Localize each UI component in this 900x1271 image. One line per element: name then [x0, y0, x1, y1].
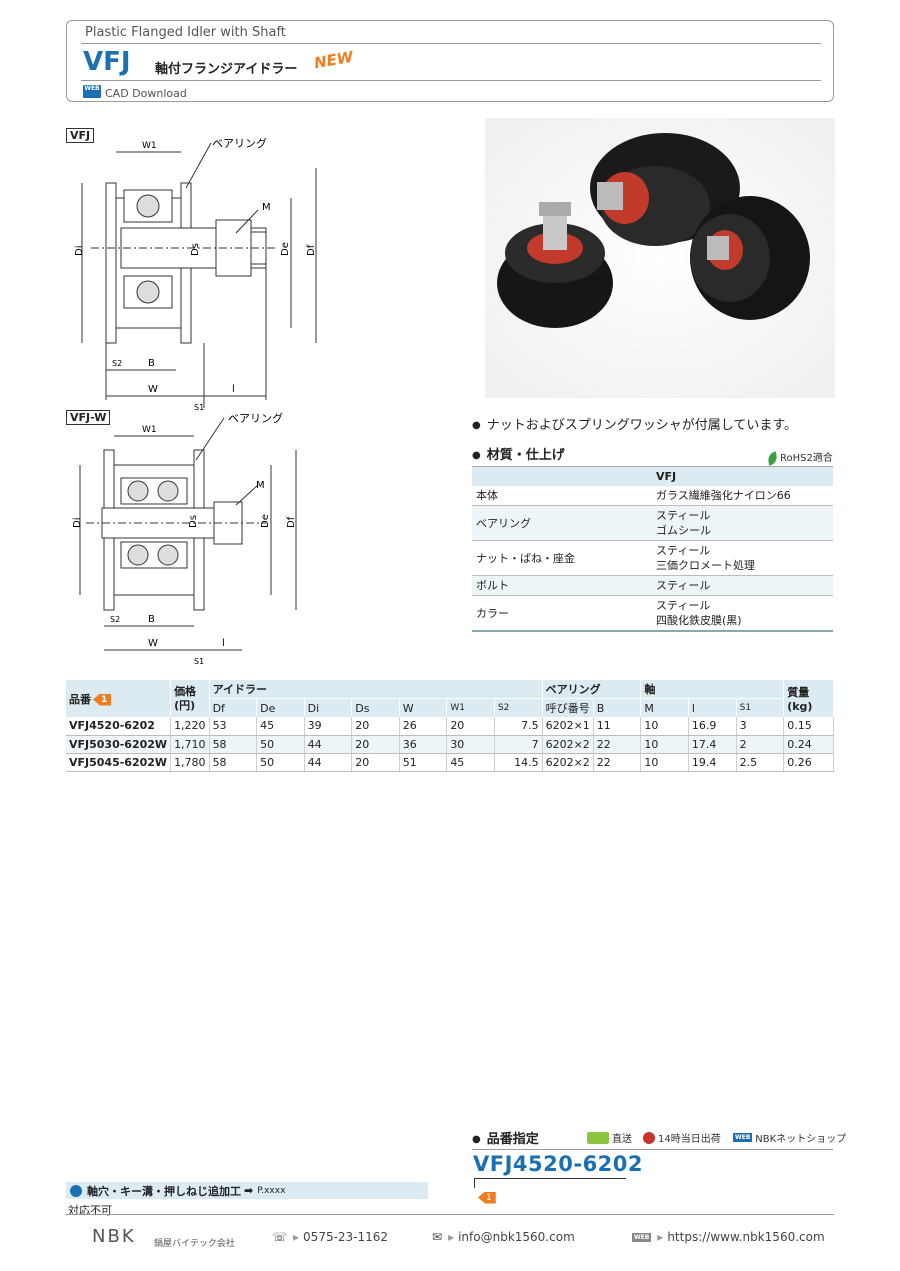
spec-header-blank — [472, 466, 652, 486]
web-icon: WEB — [733, 1133, 753, 1142]
chevron-right-icon: ▸ — [448, 1230, 455, 1244]
dim-df: Df — [286, 516, 297, 528]
leaf-icon — [766, 450, 779, 466]
title-block: Plastic Flanged Idler with Shaft VFJ 軸付フ… — [66, 20, 834, 102]
rohs-badge: RoHS2適合 — [766, 449, 833, 466]
col-price: 価格(円) — [170, 680, 210, 717]
web-icon: WEB — [83, 85, 101, 98]
dim-w: W — [148, 384, 158, 395]
arrow-tag: 1 — [93, 693, 112, 706]
dim-l: l — [232, 384, 235, 395]
arrow-right-icon: ➡ — [244, 1184, 254, 1197]
table-row: ボルト スティール — [472, 575, 833, 596]
dim-ds: Ds — [190, 243, 201, 256]
material-table: VFJ 本体 ガラス繊維強化ナイロン66 ベアリング スティールゴムシール ナッ… — [472, 466, 833, 632]
dim-b: B — [148, 358, 155, 369]
nut-note: ナットおよびスプリングワッシャが付属しています。 — [472, 414, 797, 433]
dim-w1: W1 — [142, 425, 157, 435]
machining-bar: 軸穴・キー溝・押しねじ追加工 ➡ P.xxxx — [66, 1182, 428, 1199]
part-spec-heading: 品番指定 — [472, 1128, 539, 1147]
clock-icon — [643, 1131, 655, 1144]
table-row: VFJ5030-6202W 1,710 58 50 44 20 36 30 7 … — [66, 735, 834, 754]
divider — [66, 1214, 834, 1215]
dim-di: Di — [72, 518, 83, 528]
direct-ship: 直送 — [587, 1130, 632, 1145]
dim-m: M — [262, 202, 271, 213]
table-row: 本体 ガラス繊維強化ナイロン66 — [472, 486, 833, 506]
divider — [472, 1149, 833, 1150]
dim-s1: S1 — [194, 403, 204, 412]
divider — [81, 80, 821, 81]
chevron-right-icon: ▸ — [293, 1230, 300, 1244]
dim-l: l — [222, 638, 225, 649]
material-heading: 材質・仕上げ — [472, 444, 565, 463]
dim-w: W — [148, 638, 158, 649]
dim-s2: S2 — [112, 359, 122, 368]
phone-icon: ☏ — [272, 1230, 288, 1244]
footer-phone[interactable]: ☏▸0575-23-1162 — [272, 1230, 389, 1244]
dim-ds: Ds — [188, 515, 199, 528]
chevron-right-icon: ▸ — [657, 1230, 664, 1244]
cad-download-link[interactable]: CAD Download — [105, 87, 187, 100]
dim-s1: S1 — [194, 657, 204, 666]
drop-icon — [70, 1184, 82, 1197]
truck-icon — [587, 1131, 609, 1144]
table-row: VFJ4520-6202 1,220 53 45 39 20 26 20 7.5… — [66, 717, 834, 736]
english-title: Plastic Flanged Idler with Shaft — [85, 25, 286, 40]
col-shaft: 軸 — [640, 680, 785, 699]
machining-value: 対応不可 — [68, 1204, 112, 1217]
bearing-label: ベアリング — [228, 411, 283, 425]
drawing-label-vfj: VFJ — [66, 128, 95, 143]
same-day-ship: 14時当日出荷 — [643, 1130, 721, 1145]
company-name: 鍋屋バイテック会社 — [154, 1239, 235, 1249]
arrow-tag: 1 — [478, 1191, 496, 1204]
dim-df: Df — [306, 244, 317, 256]
footer-email[interactable]: ✉▸info@nbk1560.com — [432, 1230, 575, 1244]
part-number-example: VFJ4520-6202 — [473, 1152, 644, 1176]
web-icon: WEB — [632, 1232, 652, 1242]
drawing-label-vfj-w: VFJ-W — [66, 410, 111, 425]
new-badge: NEW — [312, 47, 355, 73]
mail-icon: ✉ — [432, 1230, 443, 1244]
col-idler: アイドラー — [209, 680, 543, 699]
dim-di: Di — [74, 246, 85, 256]
col-bearing: ベアリング — [542, 680, 642, 699]
dim-m: M — [256, 480, 265, 491]
table-row: カラー スティール四酸化鉄皮膜(黒) — [472, 595, 833, 632]
product-code: VFJ — [83, 47, 131, 77]
japanese-title: 軸付フランジアイドラー — [155, 62, 298, 77]
footer-url[interactable]: WEB▸https://www.nbk1560.com — [632, 1230, 825, 1244]
product-photo — [485, 118, 835, 398]
divider — [81, 43, 821, 44]
vfj-drawing: W1 ベアリング M Di Ds De Df S2 B W l S1 — [74, 136, 317, 412]
spec-header-vfj: VFJ — [652, 466, 833, 486]
vfj-w-drawing: W1 ベアリング M Di Ds De Df S2 B W l S1 — [72, 411, 297, 666]
col-weight: 質量(kg) — [783, 680, 834, 717]
table-row: VFJ5045-6202W 1,780 58 50 44 20 51 45 14… — [66, 753, 834, 772]
dim-de: De — [260, 514, 271, 528]
bearing-label: ベアリング — [212, 136, 267, 150]
nbk-logo: NBK — [92, 1226, 136, 1247]
table-row: ベアリング スティールゴムシール — [472, 505, 833, 541]
dim-s2: S2 — [110, 615, 120, 624]
dim-b: B — [148, 614, 155, 625]
page-ref-link[interactable]: P.xxxx — [257, 1185, 286, 1196]
dim-w1: W1 — [142, 141, 157, 151]
part-bracket — [474, 1178, 626, 1188]
dim-de: De — [280, 242, 291, 256]
table-row: ナット・ばね・座金 スティール三価クロメート処理 — [472, 540, 833, 576]
